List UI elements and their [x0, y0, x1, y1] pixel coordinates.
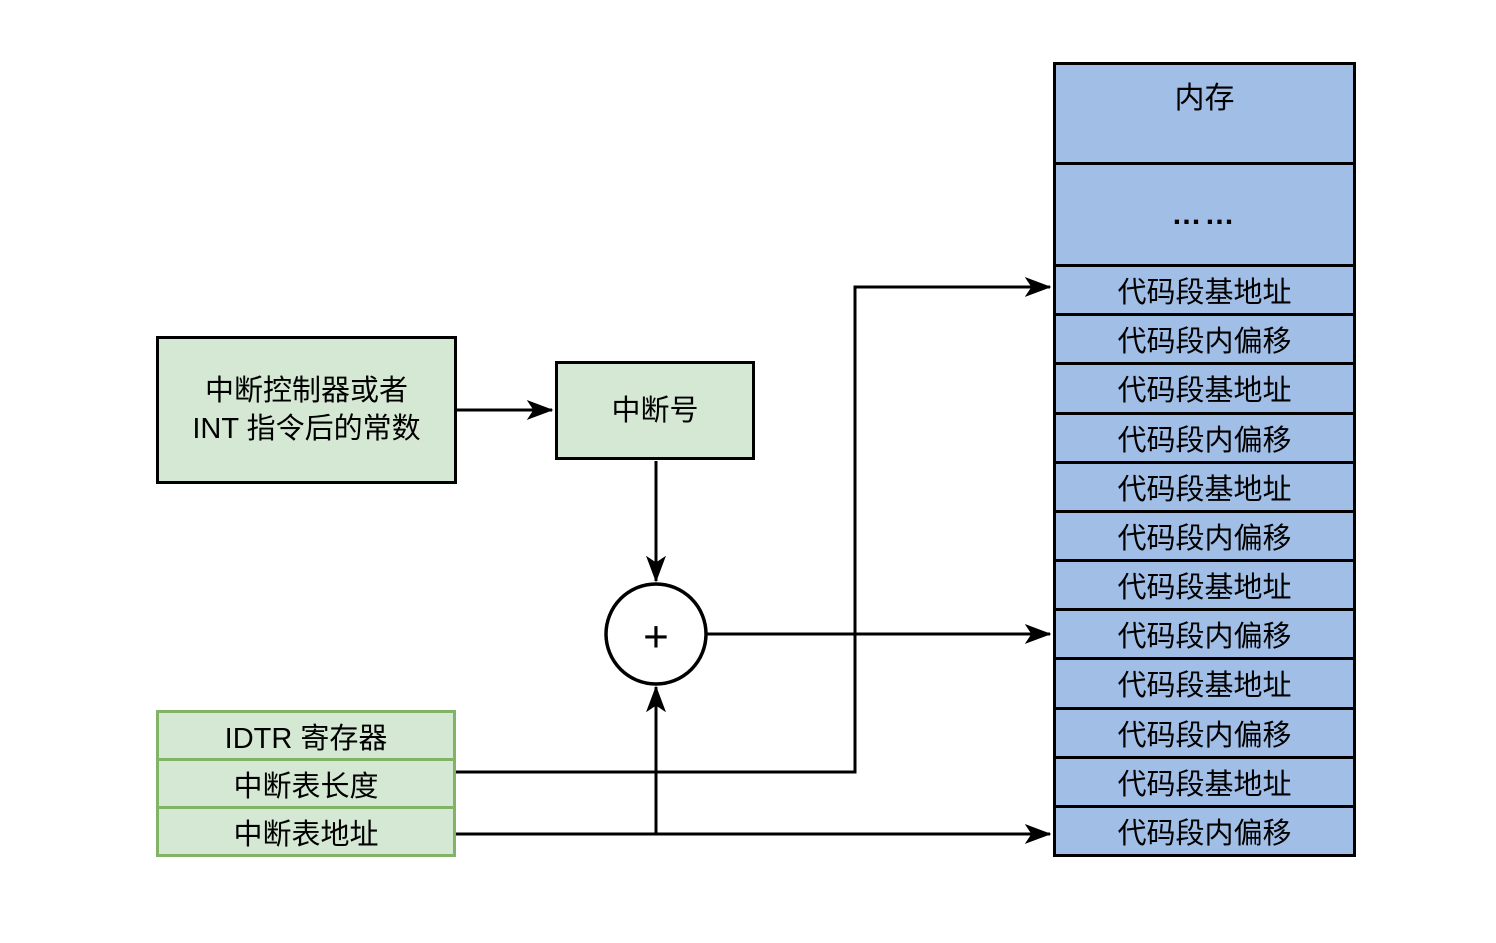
idtr-register-stack: IDTR 寄存器 中断表长度 中断表地址	[156, 710, 456, 857]
interrupt-source-line1: 中断控制器或者	[204, 375, 408, 407]
memory-row-base-5: 代码段基地址	[1056, 657, 1353, 706]
interrupt-number-label: 中断号	[611, 394, 699, 427]
adder-plus-symbol: +	[643, 613, 669, 662]
memory-table: 内存 …… 代码段基地址 代码段内偏移 代码段基地址 代码段内偏移 代码段基地址…	[1053, 62, 1356, 857]
memory-title: 内存	[1174, 82, 1235, 115]
adder-circle	[604, 582, 708, 686]
arrow-idt-length-to-memory-base	[456, 287, 1050, 774]
idtr-row-table-length: 中断表长度	[159, 758, 453, 806]
memory-row-base-4: 代码段基地址	[1056, 559, 1353, 608]
memory-row-base-2: 代码段基地址	[1056, 362, 1353, 411]
memory-ellipsis-cell: ……	[1056, 162, 1353, 264]
idtr-row-register: IDTR 寄存器	[224, 722, 388, 755]
interrupt-number-box: 中断号	[555, 361, 755, 460]
memory-row-offset-1: 代码段内偏移	[1056, 313, 1353, 362]
idtr-row-table-address: 中断表地址	[159, 806, 453, 854]
memory-row-base-1: 代码段基地址	[1056, 264, 1353, 313]
interrupt-source-line2: INT 指令后的常数	[192, 413, 421, 445]
memory-row-offset-2: 代码段内偏移	[1056, 411, 1353, 461]
memory-row-base-3: 代码段基地址	[1056, 460, 1353, 510]
memory-row-base-6: 代码段基地址	[1056, 755, 1353, 805]
memory-row-offset-3: 代码段内偏移	[1056, 509, 1353, 559]
memory-row-offset-4: 代码段内偏移	[1056, 608, 1353, 657]
memory-row-offset-5: 代码段内偏移	[1056, 706, 1353, 756]
interrupt-source-box: 中断控制器或者 INT 指令后的常数	[156, 336, 457, 484]
memory-row-offset-6: 代码段内偏移	[1056, 804, 1353, 854]
